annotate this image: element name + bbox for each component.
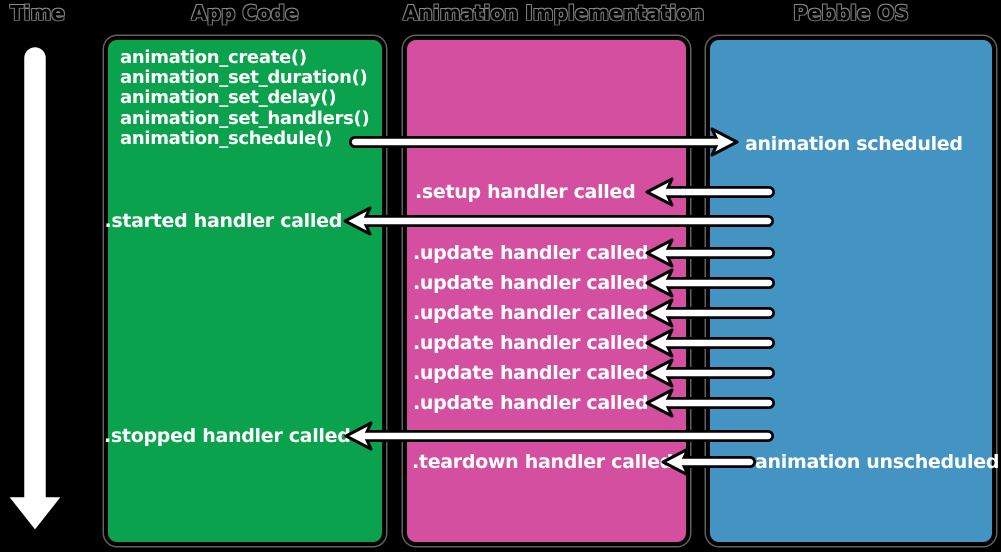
call-animation-set-delay: animation_set_delay() [120,87,337,109]
arrow-setup-left-icon [645,177,775,207]
arrow-update-left-icon-1 [645,238,775,268]
arrow-update-left-icon-6 [645,388,775,418]
update-handler-label-5: .update handler called [413,362,649,384]
update-handler-label-4: .update handler called [413,332,649,354]
update-handler-label-6: .update handler called [413,392,649,414]
arrow-teardown-left-icon [661,447,756,477]
time-axis-arrow-icon [2,43,68,536]
call-animation-schedule: animation_schedule() [120,127,332,149]
arrow-stopped-left-icon [344,421,774,451]
stopped-handler-label: .stopped handler called [104,425,351,447]
arrow-schedule-right-icon [349,127,739,157]
update-handler-label-1: .update handler called [413,242,649,264]
app-code-call-list: animation_create() animation_set_duratio… [120,47,370,149]
animation-implementation-box [403,36,690,546]
arrow-started-left-icon [343,206,774,236]
animation-scheduled-label: animation scheduled [745,133,963,155]
animation-unscheduled-label: animation unscheduled [755,451,1000,473]
update-handler-label-3: .update handler called [413,302,649,324]
call-animation-create: animation_create() [120,47,307,68]
arrow-update-left-icon-5 [645,358,775,388]
setup-handler-label: .setup handler called [415,181,636,203]
column-header-app-code: App Code [191,1,299,25]
call-animation-set-duration: animation_set_duration() [120,67,368,89]
update-handler-label-2: .update handler called [413,272,649,294]
started-handler-label: .started handler called [104,210,342,232]
time-axis-label: Time [10,1,65,25]
call-animation-set-handlers: animation_set_handlers() [120,107,370,129]
app-code-box [104,36,386,546]
arrow-update-left-icon-2 [645,268,775,298]
arrow-update-left-icon-3 [645,298,775,328]
column-header-animation-implementation: Animation Implementation [403,1,705,25]
arrow-update-left-icon-4 [645,328,775,358]
column-header-pebble-os: Pebble OS [793,1,909,25]
teardown-handler-label: .teardown handler called [412,451,673,473]
